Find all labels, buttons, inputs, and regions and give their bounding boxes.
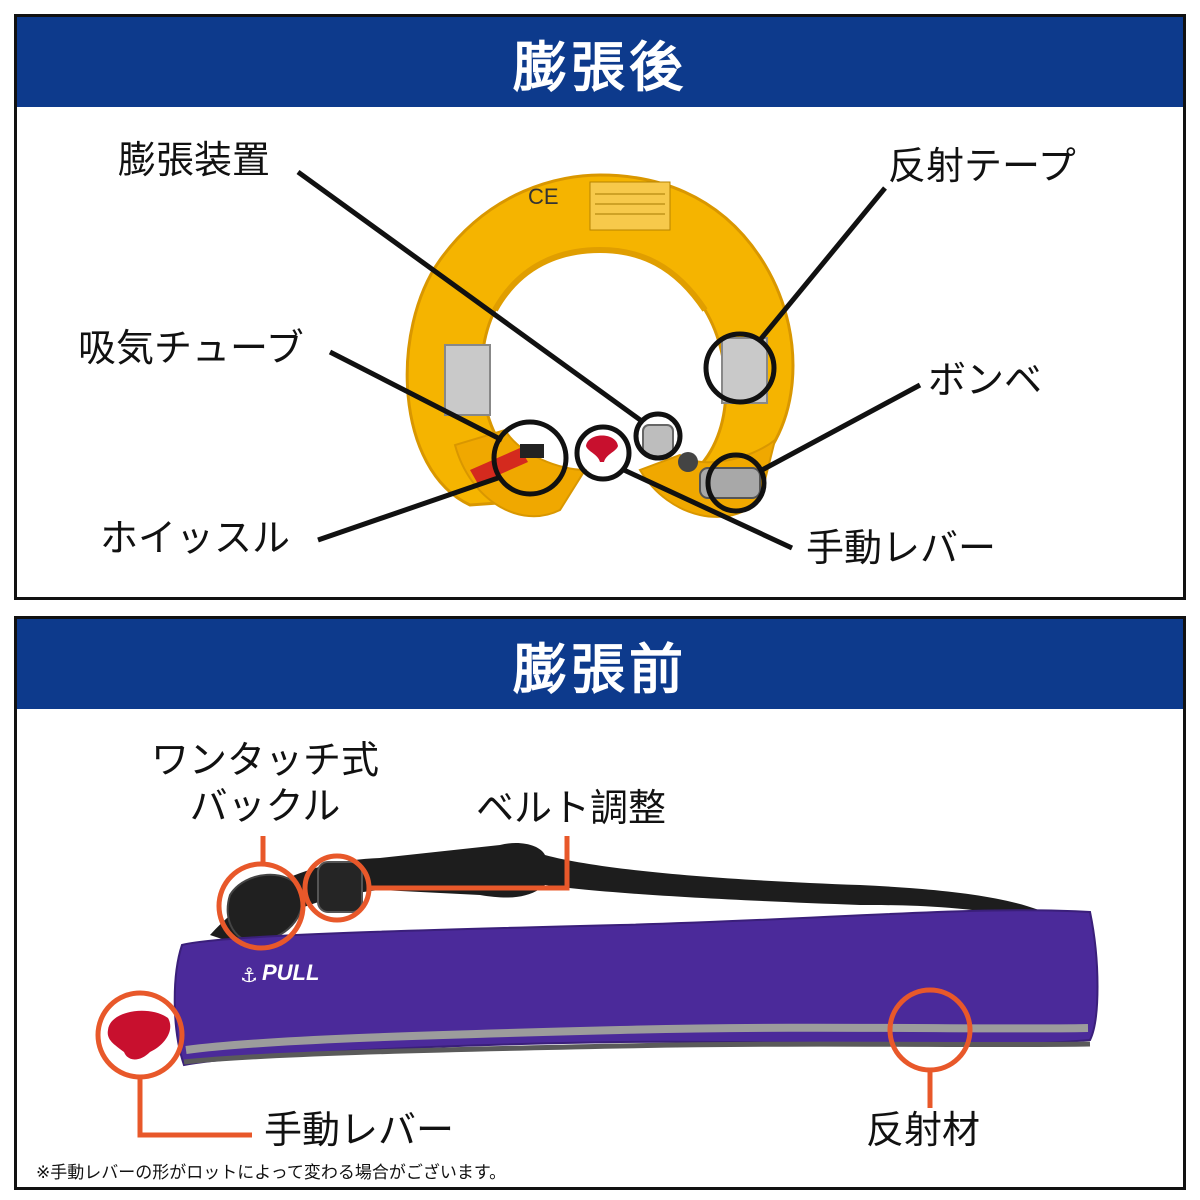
pouch-manual-lever: [107, 1010, 171, 1060]
label-buckle-line1: ワンタッチ式: [150, 738, 379, 782]
inflated-vest-illustration: CE: [296, 169, 922, 551]
reflective-tape-right: [721, 337, 768, 404]
inflator-shape: [642, 424, 674, 458]
buckle-shape: [226, 873, 303, 944]
whistle-shape: [470, 448, 528, 484]
manual-lever-shape: [586, 435, 618, 462]
after-inflation-title: 膨張後: [17, 17, 1183, 107]
reflective-strip: [185, 1023, 1089, 1054]
label-inflator: 膨張装置: [118, 138, 271, 182]
label-manual-lever-bottom: 手動レバー: [264, 1108, 455, 1152]
vest-label-patch: [589, 181, 671, 231]
label-inflation-tube: 吸気チューブ: [78, 326, 304, 370]
label-buckle-line2: バックル: [189, 784, 341, 828]
cylinder-shape: [699, 467, 761, 499]
svg-text:⚓: ⚓: [240, 963, 258, 987]
reflective-tape-left: [444, 344, 491, 416]
belt-strap: [210, 843, 1080, 945]
footnote: ※手動レバーの形がロットによって変わる場合がございます。: [36, 1163, 507, 1183]
label-manual-lever-top: 手動レバー: [806, 526, 997, 570]
label-reflective-tape: 反射テープ: [888, 144, 1076, 188]
label-cylinder: ボンベ: [928, 358, 1043, 402]
before-inflation-title: 膨張前: [17, 619, 1183, 709]
after-inflation-panel: 膨張後: [14, 14, 1186, 600]
label-belt-adjust: ベルト調整: [476, 786, 667, 830]
ce-mark: CE: [528, 184, 559, 209]
label-whistle: ホイッスル: [100, 516, 291, 560]
pouch-print: PULL: [262, 960, 319, 985]
belt-pouch-illustration: PULL ⚓: [95, 836, 1099, 1138]
label-reflective-material: 反射材: [866, 1108, 981, 1152]
